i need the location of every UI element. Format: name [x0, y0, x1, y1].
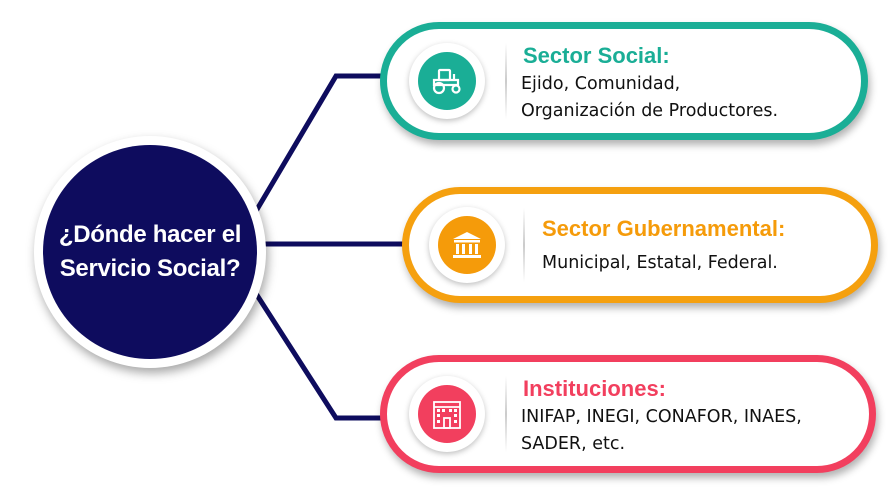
- card-title-social: Sector Social:: [523, 43, 670, 68]
- central-question-circle: ¿Dónde hacer el Servicio Social?: [34, 136, 266, 368]
- icon-badge-social: [409, 43, 485, 119]
- icon-badge-instituciones: [409, 376, 485, 452]
- card-divider: [505, 43, 507, 119]
- connector-social: [243, 73, 382, 230]
- government-building-icon: [453, 232, 481, 258]
- connector-instituciones: [243, 276, 382, 421]
- card-title-instituciones: Instituciones:: [523, 376, 667, 401]
- card-description-instituciones: INIFAP, INEGI, CONAFOR, INAES, SADER, et…: [521, 404, 802, 458]
- description-line: Ejido, Comunidad,: [521, 74, 681, 94]
- description-line: Municipal, Estatal, Federal.: [542, 253, 778, 273]
- central-question-fill: ¿Dónde hacer el Servicio Social?: [43, 145, 257, 359]
- card-divider: [523, 208, 525, 282]
- office-building-icon: [433, 401, 461, 429]
- central-question-text: ¿Dónde hacer el Servicio Social?: [58, 218, 242, 286]
- tractor-icon: [432, 68, 461, 95]
- card-title-gubernamental: Sector Gubernamental:: [542, 216, 786, 241]
- description-line: Organización de Productores.: [521, 101, 779, 121]
- description-line: SADER, etc.: [521, 434, 626, 454]
- card-instituciones: Instituciones: INIFAP, INEGI, CONAFOR, I…: [380, 355, 876, 473]
- card-divider: [505, 376, 507, 452]
- card-sector-gubernamental: Sector Gubernamental: Municipal, Estatal…: [402, 187, 878, 303]
- card-sector-social: Sector Social: Ejido, Comunidad, Organiz…: [380, 22, 868, 140]
- icon-badge-gubernamental: [429, 207, 505, 283]
- card-description-gubernamental: Municipal, Estatal, Federal.: [542, 250, 778, 277]
- central-question-line-2: Servicio Social?: [59, 255, 241, 282]
- central-question-line-1: ¿Dónde hacer el: [58, 221, 242, 248]
- description-line: INIFAP, INEGI, CONAFOR, INAES,: [521, 407, 802, 427]
- card-description-social: Ejido, Comunidad, Organización de Produc…: [521, 71, 778, 125]
